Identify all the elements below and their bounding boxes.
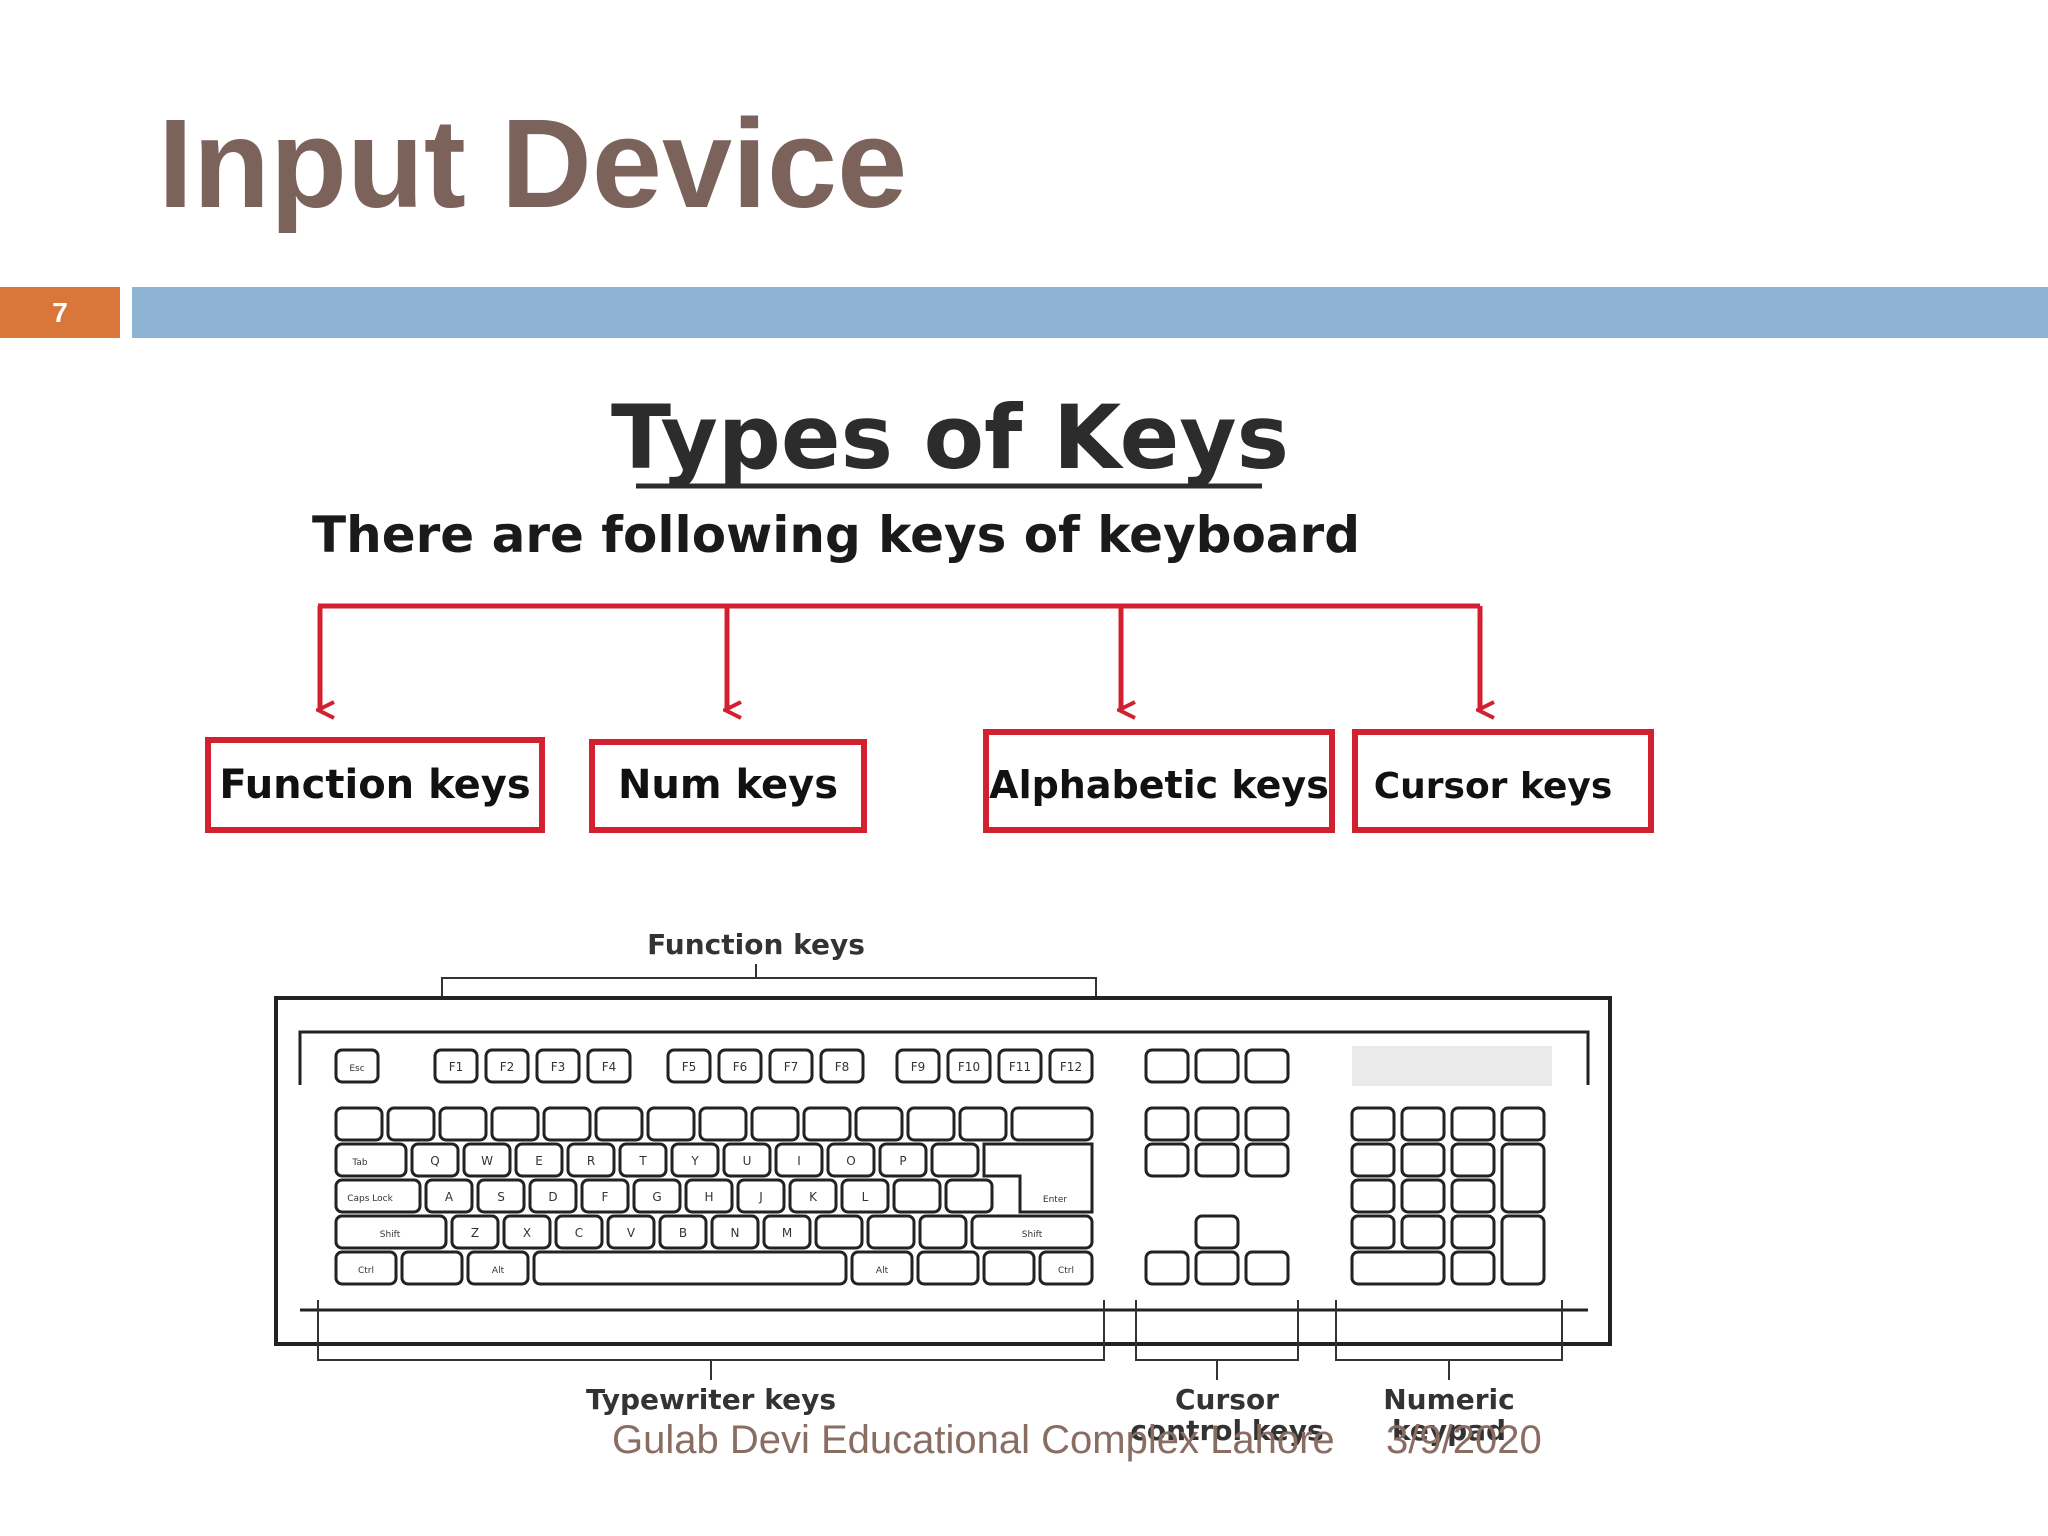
key-r: R: [587, 1154, 595, 1168]
function-key-row: F1 F2 F3 F4 F5 F6 F7 F8 F9 F10 F11 F12: [433, 1048, 1094, 1084]
cursor-control-keys: [1144, 1106, 1290, 1286]
typewriter-keys: [334, 1106, 1094, 1286]
key-esc: Esc: [334, 1048, 380, 1084]
key-caps-lock: Caps Lock: [347, 1194, 393, 1204]
label-numeric-keypad-line1: Numeric: [1383, 1383, 1515, 1416]
key-n: N: [731, 1226, 740, 1240]
key-f9: F9: [911, 1060, 926, 1074]
key-c: C: [575, 1226, 583, 1240]
key-d: D: [548, 1190, 557, 1204]
key-h: H: [704, 1190, 713, 1204]
key-f12: F12: [1060, 1060, 1082, 1074]
key-f8: F8: [835, 1060, 850, 1074]
key-m: M: [782, 1226, 792, 1240]
key-z: Z: [471, 1226, 479, 1240]
key-f10: F10: [958, 1060, 980, 1074]
slide-number: 7: [0, 287, 120, 338]
key-b: B: [679, 1226, 687, 1240]
key-q: Q: [430, 1154, 439, 1168]
label-cursor-control-keys-line2: control keys: [1130, 1414, 1323, 1447]
key-o: O: [846, 1154, 855, 1168]
key-x: X: [523, 1226, 531, 1240]
key-alt-left: Alt: [492, 1266, 505, 1276]
key-s: S: [497, 1190, 505, 1204]
label-typewriter-keys: Typewriter keys: [586, 1383, 836, 1416]
category-cursor-keys: Cursor keys: [1352, 729, 1654, 833]
slide-title: Input Device: [158, 93, 908, 234]
key-y: Y: [690, 1154, 699, 1168]
key-i: I: [797, 1154, 801, 1168]
key-f3: F3: [551, 1060, 566, 1074]
figure-subheading: There are following keys of keyboard: [312, 506, 1360, 564]
key-ctrl-right: Ctrl: [1058, 1266, 1074, 1276]
key-a: A: [445, 1190, 454, 1204]
category-function-keys: Function keys: [205, 737, 545, 833]
category-label: Cursor keys: [1374, 766, 1613, 807]
key-f: F: [602, 1190, 609, 1204]
key-shift-right: Shift: [1022, 1230, 1043, 1240]
key-u: U: [743, 1154, 752, 1168]
key-g: G: [652, 1190, 661, 1204]
key-ctrl-left: Ctrl: [358, 1266, 374, 1276]
key-t: T: [638, 1154, 647, 1168]
typewriter-key-labels: Tab Q W E R T Y U I O P Enter Caps Lock …: [347, 1154, 1074, 1276]
key-j: J: [758, 1190, 763, 1204]
footer-date: 3/9/2020: [1386, 1418, 1542, 1462]
svg-text:Esc: Esc: [349, 1064, 364, 1074]
keyboard-illustration: Esc F1 F2 F3 F4 F5 F6 F7 F8 F9 F10 F11: [274, 996, 1612, 1346]
system-keys: [1144, 1048, 1290, 1084]
numeric-keypad-keys: [1350, 1106, 1546, 1286]
key-f11: F11: [1009, 1060, 1031, 1074]
key-f5: F5: [682, 1060, 697, 1074]
category-num-keys: Num keys: [589, 739, 867, 833]
key-w: W: [481, 1154, 493, 1168]
keyboard-keys-figure: Types of Keys There are following keys o…: [205, 386, 1654, 1447]
category-alphabetic-keys: Alphabetic keys: [983, 729, 1335, 833]
key-e: E: [535, 1154, 543, 1168]
key-shift-left: Shift: [380, 1230, 401, 1240]
title-rule: [132, 287, 2048, 338]
label-numeric-keypad-line2: keypad: [1392, 1414, 1506, 1447]
key-enter: Enter: [1043, 1195, 1067, 1205]
key-f6: F6: [733, 1060, 748, 1074]
label-cursor-control-keys-line1: Cursor: [1175, 1383, 1279, 1416]
key-f7: F7: [784, 1060, 799, 1074]
figure-heading: Types of Keys: [611, 386, 1289, 489]
category-label: Num keys: [618, 762, 838, 808]
indicator-lights: [1352, 1046, 1552, 1086]
key-f4: F4: [602, 1060, 617, 1074]
key-f1: F1: [449, 1060, 464, 1074]
footer-source: Gulab Devi Educational Complex Lahore: [612, 1418, 1335, 1462]
key-tab: Tab: [351, 1158, 368, 1168]
keyboard-bottom-brackets: [317, 1300, 1563, 1380]
key-alt-right: Alt: [876, 1266, 889, 1276]
key-f2: F2: [500, 1060, 515, 1074]
connector-lines: [318, 603, 1480, 710]
label-function-keys: Function keys: [647, 928, 865, 961]
key-v: V: [627, 1226, 636, 1240]
category-label: Alphabetic keys: [989, 763, 1329, 807]
category-label: Function keys: [219, 762, 530, 808]
key-p: P: [899, 1154, 906, 1168]
key-l: L: [862, 1190, 869, 1204]
key-k: K: [809, 1190, 818, 1204]
